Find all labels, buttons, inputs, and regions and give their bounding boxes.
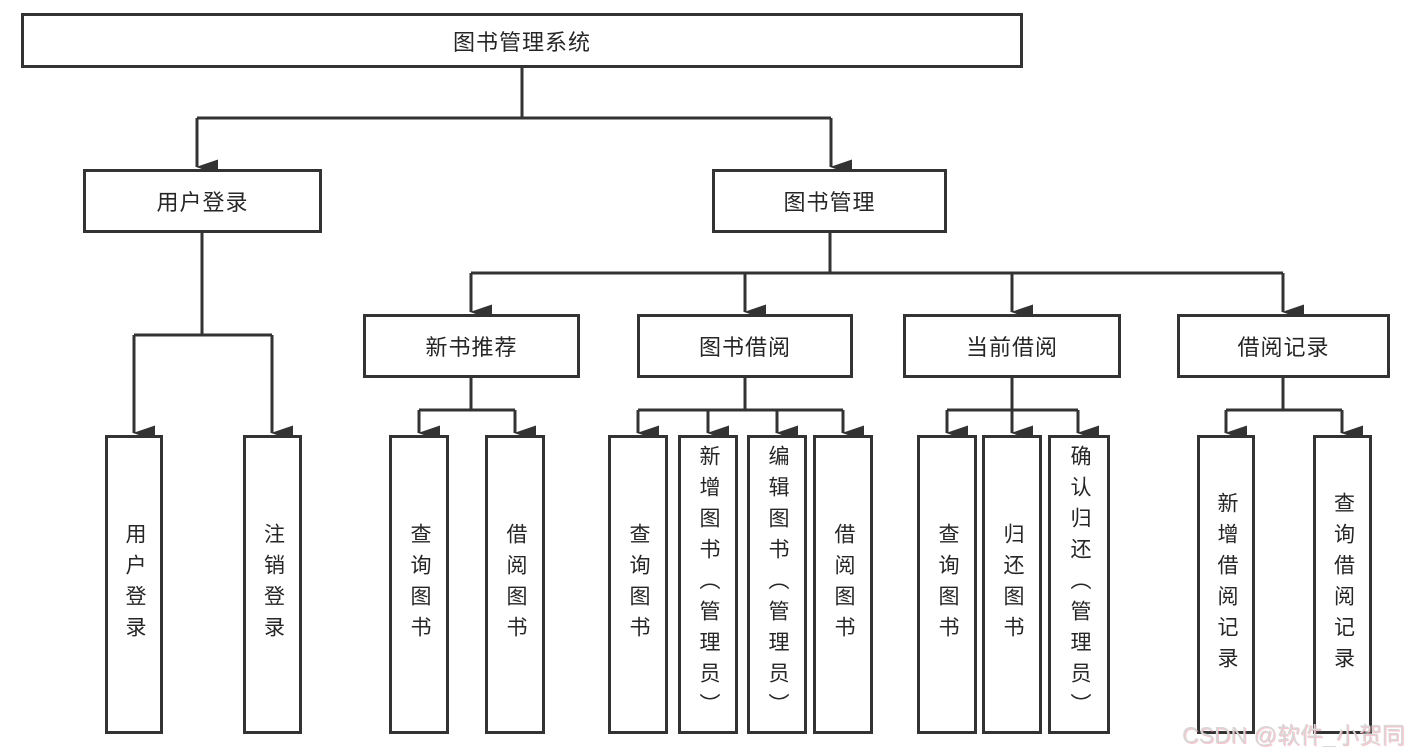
leaf-edit-books-admin-label: 编辑图书（管理员） [766, 445, 789, 724]
leaf-query-borrow-record-label: 查询借阅记录 [1331, 491, 1355, 678]
node-book-management-label: 图书管理 [783, 190, 876, 215]
node-user-login-label: 用户登录 [156, 190, 249, 215]
leaf-confirm-return-admin-label: 确认归还（管理员） [1068, 445, 1091, 724]
leaf-query-books-borrowing-label: 查询图书 [627, 522, 650, 647]
leaf-query-borrow-record: 查询借阅记录 [1313, 435, 1372, 734]
leaf-logout: 注销登录 [243, 435, 302, 734]
leaf-query-books-recommend-label: 查询图书 [408, 522, 431, 647]
leaf-logout-label: 注销登录 [261, 522, 285, 647]
connector-borrowing-records-branch [1226, 378, 1342, 412]
leaf-borrow-books: 借阅图书 [813, 435, 873, 734]
leaf-add-books-admin: 新增图书（管理员） [678, 435, 738, 734]
node-new-book-recommend-label: 新书推荐 [425, 335, 518, 360]
leaf-confirm-return-admin: 确认归还（管理员） [1048, 435, 1110, 734]
connector-current-borrowing-branch [947, 378, 1078, 412]
node-borrowing-records-label: 借阅记录 [1237, 335, 1330, 360]
connector-book-borrowing-branch [638, 378, 843, 412]
node-current-borrowing-label: 当前借阅 [965, 335, 1058, 360]
leaf-add-borrow-record: 新增借阅记录 [1197, 435, 1255, 734]
leaf-edit-books-admin: 编辑图书（管理员） [747, 435, 807, 734]
leaf-add-books-admin-label: 新增图书（管理员） [697, 445, 720, 724]
node-root-system: 图书管理系统 [21, 13, 1023, 68]
leaf-borrow-books-label: 借阅图书 [832, 522, 855, 647]
leaf-user-login: 用户登录 [105, 435, 163, 734]
leaf-query-books-current-label: 查询图书 [936, 522, 959, 647]
node-book-borrowing: 图书借阅 [637, 314, 853, 378]
node-new-book-recommend: 新书推荐 [363, 314, 580, 378]
node-book-management: 图书管理 [712, 169, 947, 233]
leaf-query-books-recommend: 查询图书 [389, 435, 449, 734]
csdn-watermark: CSDN @软件_小贺同学 [1182, 722, 1405, 747]
leaf-query-books-borrowing: 查询图书 [608, 435, 668, 734]
leaf-borrow-books-recommend: 借阅图书 [485, 435, 545, 734]
leaf-user-login-label: 用户登录 [123, 522, 146, 647]
node-user-login: 用户登录 [83, 169, 322, 233]
node-book-borrowing-label: 图书借阅 [698, 335, 791, 360]
leaf-borrow-books-recommend-label: 借阅图书 [504, 522, 527, 647]
connector-book-mgmt-to-level3 [471, 233, 1283, 275]
connector-root-to-level2 [197, 68, 831, 120]
connector-user-login-branch [134, 233, 272, 337]
connector-new-book-branch [419, 378, 515, 412]
leaf-add-borrow-record-label: 新增借阅记录 [1215, 491, 1238, 678]
leaf-return-books: 归还图书 [982, 435, 1042, 734]
leaf-return-books-label: 归还图书 [1001, 522, 1024, 647]
node-root-label: 图书管理系统 [452, 29, 591, 55]
node-current-borrowing: 当前借阅 [903, 314, 1121, 378]
node-borrowing-records: 借阅记录 [1177, 314, 1390, 378]
leaf-query-books-current: 查询图书 [917, 435, 977, 734]
